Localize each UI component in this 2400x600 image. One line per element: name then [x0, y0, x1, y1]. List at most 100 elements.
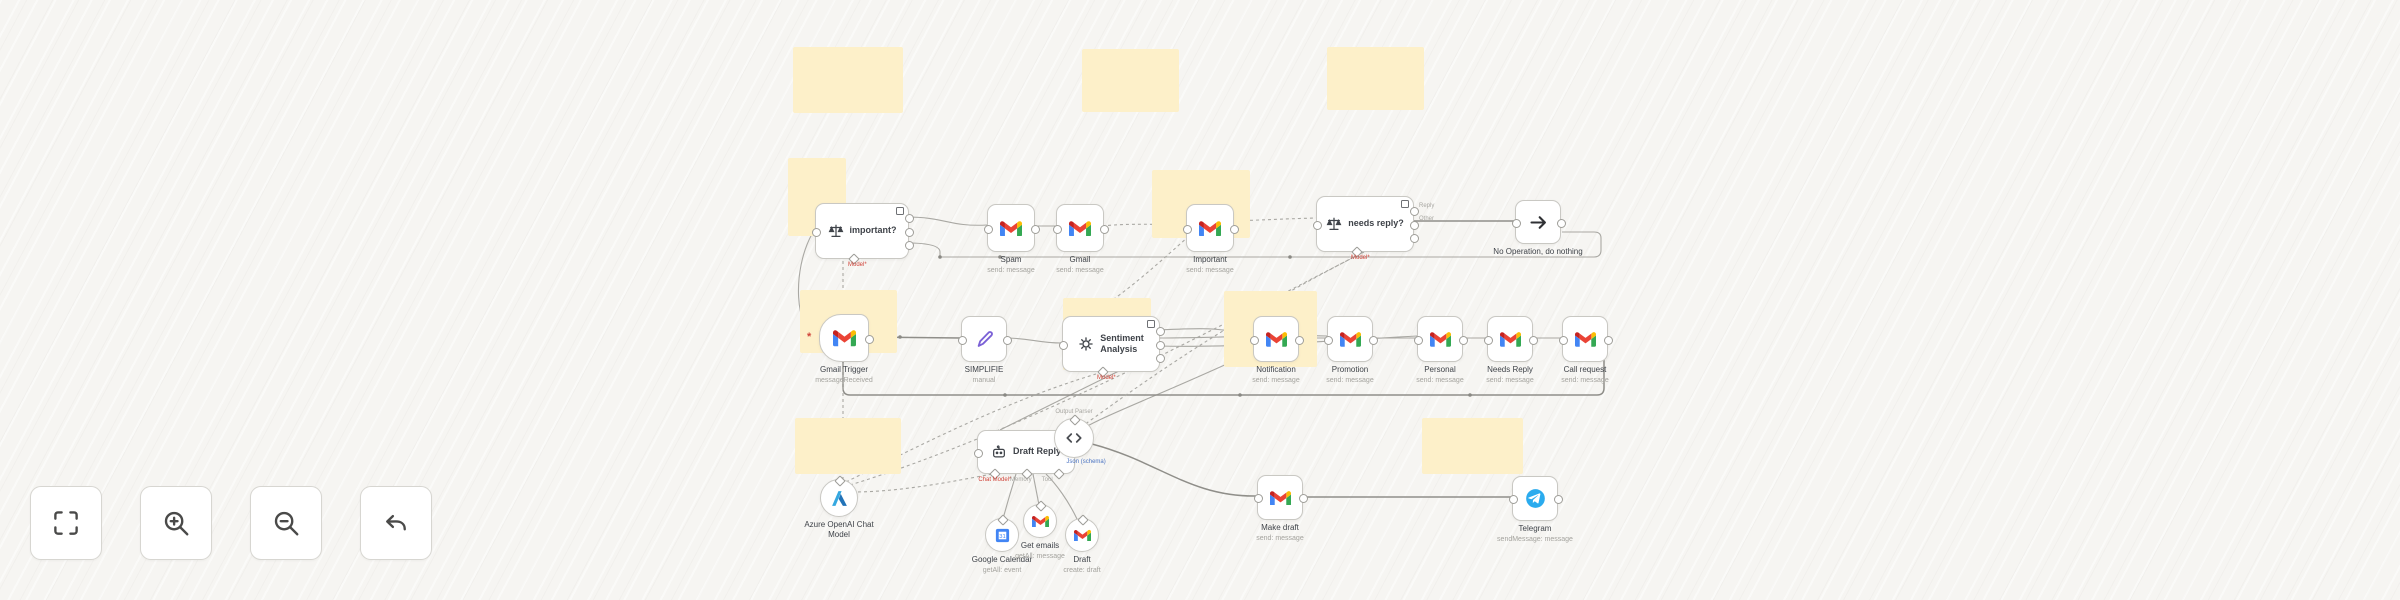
noop-node[interactable]: No Operation, do nothing [1493, 200, 1583, 256]
port[interactable] [1313, 220, 1322, 230]
gear-icon [1078, 336, 1094, 352]
gmail-needs-reply-subtitle: send: message [1486, 377, 1534, 385]
port[interactable] [1002, 335, 1012, 345]
port[interactable] [812, 227, 821, 237]
gmail-icon [1269, 490, 1291, 506]
port[interactable] [974, 448, 983, 458]
port[interactable] [1030, 224, 1040, 234]
sticky-note-9[interactable] [795, 418, 901, 474]
code-icon [1064, 428, 1084, 448]
port[interactable] [1099, 224, 1109, 234]
gmail-icon [1574, 331, 1596, 347]
port[interactable] [904, 227, 914, 237]
fit-view-button[interactable] [30, 486, 102, 560]
node-settings-icon[interactable] [896, 207, 904, 215]
sticky-note-3[interactable] [1327, 47, 1424, 110]
gcal-icon: 31 [994, 527, 1011, 544]
gmail-icon [1073, 529, 1091, 542]
port[interactable] [1528, 335, 1538, 345]
port[interactable] [864, 334, 874, 344]
sticky-note-2[interactable] [1082, 49, 1179, 112]
port[interactable] [1250, 335, 1259, 345]
port[interactable] [984, 224, 993, 234]
node-settings-icon[interactable] [1401, 200, 1409, 208]
port[interactable] [1324, 335, 1333, 345]
port[interactable] [1509, 495, 1518, 504]
reset-zoom-button[interactable] [360, 486, 432, 560]
node-settings-icon[interactable] [1147, 320, 1155, 328]
port[interactable] [1458, 335, 1468, 345]
port[interactable] [1559, 335, 1568, 345]
port[interactable] [1298, 494, 1308, 503]
sticky-note-10[interactable] [1422, 418, 1523, 474]
edge-26 [1002, 473, 1017, 520]
port[interactable] [1556, 218, 1566, 228]
port[interactable] [1409, 220, 1419, 230]
sentiment-analysis-model-port-label: Model* [1097, 375, 1116, 381]
undo-arrow-icon [381, 508, 411, 538]
classifier-important[interactable]: important?Model* [812, 203, 914, 268]
port[interactable] [1229, 224, 1239, 234]
output-parser[interactable]: Json (schema)Output Parser [1054, 409, 1106, 465]
port[interactable] [904, 241, 914, 250]
agent-draft-reply-port-label: Chat Model* [978, 477, 1012, 483]
port[interactable] [1409, 234, 1419, 243]
port[interactable] [1155, 354, 1165, 363]
port[interactable] [1512, 218, 1521, 228]
edge-16 [906, 231, 1602, 258]
gmail-notification-subtitle: send: message [1252, 377, 1300, 385]
port[interactable] [1053, 224, 1062, 234]
azure-icon [830, 489, 849, 508]
port[interactable] [1294, 335, 1304, 345]
edge-18 [1091, 443, 1258, 497]
sentiment-analysis-title: Sentiment Analysis [1100, 332, 1144, 354]
azure-chat-model[interactable]: Azure OpenAI Chat Model [804, 475, 874, 539]
port[interactable] [1059, 340, 1068, 350]
port[interactable] [1553, 495, 1563, 504]
gmail-icon [832, 329, 856, 347]
edge-junction-dot [998, 255, 1002, 259]
edge-27 [1032, 473, 1040, 506]
port[interactable] [1155, 340, 1165, 350]
sticky-note-1[interactable] [793, 47, 903, 113]
classifier-important-model-port-label: Model* [848, 262, 867, 268]
port[interactable] [1409, 207, 1419, 216]
port[interactable] [1155, 327, 1165, 336]
port[interactable] [1368, 335, 1378, 345]
port[interactable] [958, 335, 967, 345]
zoom-out-button[interactable] [250, 486, 322, 560]
port[interactable] [1254, 494, 1263, 503]
port[interactable] [1414, 335, 1423, 345]
port[interactable] [904, 214, 914, 223]
port[interactable] [1603, 335, 1613, 345]
port[interactable] [1484, 335, 1493, 345]
scales-icon [1326, 216, 1342, 232]
port[interactable] [1183, 224, 1192, 234]
edge-13 [1101, 223, 1187, 227]
zoom-in-button[interactable] [140, 486, 212, 560]
